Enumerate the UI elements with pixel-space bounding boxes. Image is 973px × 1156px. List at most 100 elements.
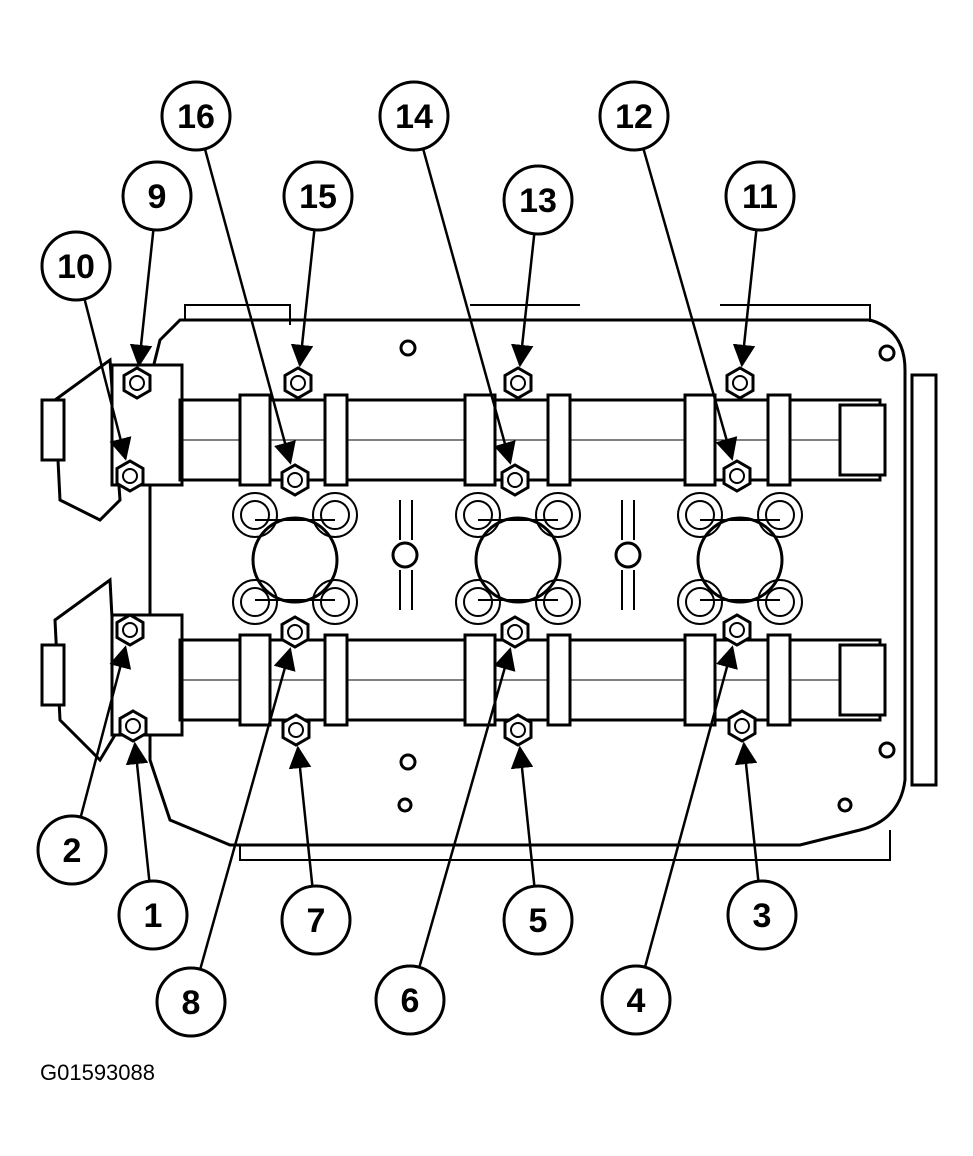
leader-arrow-3 [734,741,760,882]
callout-number: 11 [742,178,778,216]
bolt-head-center [507,472,523,488]
bolt-3 [727,709,757,743]
bolt-10 [115,459,145,493]
leader-arrow-5 [510,745,536,887]
callout-1: 1 [117,879,189,951]
bolt-head-center [287,472,303,488]
spark-plug-boss [255,519,780,601]
callout-number: 4 [627,982,646,1020]
leader-arrow-13 [511,233,536,368]
bolt-head-hex [503,366,533,400]
dowel-hole [399,753,417,771]
dowel-hole [878,741,896,759]
callout-number: 15 [299,178,337,216]
valve-spring [232,579,278,625]
callout-circle [280,884,352,956]
callout-circle [374,964,446,1036]
callout-number: 12 [615,98,653,136]
cam-lobe [463,633,497,727]
callout-circle [117,879,189,951]
callout-11: 11 [724,160,796,232]
lower-cam-nose [40,643,66,707]
callout-number: 1 [144,897,163,935]
cam-lobe [683,633,717,727]
cam-lobe [683,393,717,487]
bolt-head-center [729,468,745,484]
cam-lobe [238,393,272,487]
bolt-11 [725,366,755,400]
cam-lobe [766,393,792,487]
cam-end-cap [838,403,887,477]
callout-number: 8 [182,984,201,1022]
dowel-hole [837,797,853,813]
callout-number: 3 [753,897,772,935]
leader-arrow-16 [203,148,296,465]
spark-plug-well [474,516,562,604]
bolt-16 [280,463,310,497]
bolt-head-hex [725,366,755,400]
bolt-head-hex [280,615,310,649]
valve-spring [312,492,358,538]
bolt-head-hex [115,459,145,493]
cam-lobe [323,633,349,727]
upper-head-edge [184,304,871,325]
bolt-6 [500,615,530,649]
bolt-head-center [287,624,303,640]
callout-circle [378,80,450,152]
dowel-hole [399,339,417,357]
cam-lobe [546,393,572,487]
valve-spring [455,579,501,625]
valve-spring [232,492,278,538]
bolt-head-hex [283,366,313,400]
bolt-13 [503,366,533,400]
leader-arrow-1 [125,741,151,882]
bolt-head-hex [500,463,530,497]
bolt-head-center [510,722,526,738]
dowel-hole [397,797,413,813]
bolt-head-center [129,375,145,391]
callout-15: 15 [282,160,354,232]
upper-cam-nose [40,398,66,462]
bolt-5 [503,713,533,747]
bolt-head-center [507,624,523,640]
callout-circle [155,966,227,1038]
callout-number: 6 [401,982,420,1020]
callout-16: 16 [160,80,232,152]
figure-id: G01593088 [40,1060,155,1085]
cam-lobe [238,633,272,727]
cam-lobe [546,633,572,727]
callout-circle [160,80,232,152]
leader-arrow-12 [642,148,738,461]
bolt-head-center [122,622,138,638]
cam-lobes [238,393,792,727]
callout-13: 13 [502,164,574,236]
cam-end-cap [838,643,887,717]
callout-5: 5 [502,884,574,956]
bolt-head-hex [503,713,533,747]
callout-circle [502,164,574,236]
bolt-head-center [288,722,304,738]
valve-spring [677,492,723,538]
valve-spring [765,587,795,617]
oil-passage [614,541,642,569]
bolt-head-center [125,718,141,734]
callout-number: 5 [529,902,548,940]
dowel-hole [878,344,896,362]
callout-circle [121,160,193,232]
valve-spring [463,587,493,617]
callout-circle [502,884,574,956]
callout-circle [600,964,672,1036]
bolt-head-hex [722,459,752,493]
bolt-head-center [729,622,745,638]
callout-6: 6 [374,964,446,1036]
callout-number: 7 [307,902,326,940]
callout-10: 10 [40,230,112,302]
callout-circle [282,160,354,232]
callout-circle [40,230,112,302]
callout-number: 14 [395,98,433,136]
leader-arrow-11 [732,229,758,368]
callout-circle [724,160,796,232]
bolt-head-center [510,375,526,391]
leader-arrow-2 [79,645,132,818]
